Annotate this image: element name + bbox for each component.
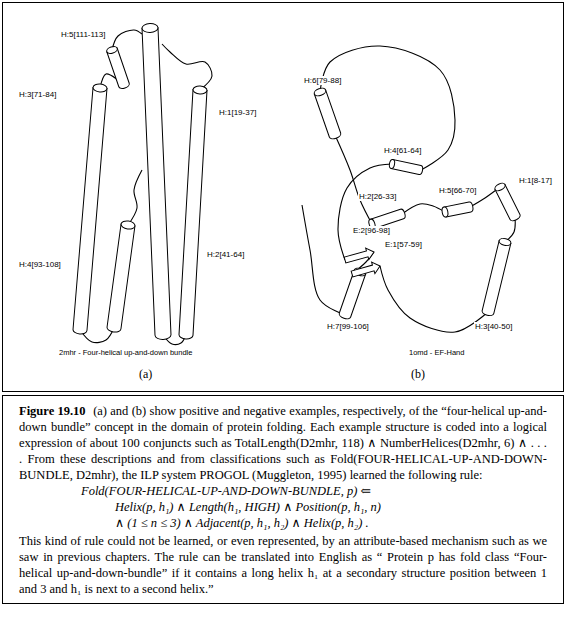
panel-subtitle: 1omd - EF-Hand [408, 349, 465, 358]
caption-paragraph: Figure 19.10(a) and (b) show positive an… [19, 403, 547, 483]
cylinder-end [93, 84, 108, 93]
strand-shape [350, 260, 381, 280]
helix-cylinder [441, 202, 473, 218]
strand-shape [343, 246, 375, 266]
loop-line [380, 266, 488, 332]
cylinder-end [313, 87, 327, 97]
helix-cylinder [481, 237, 511, 316]
helix-label: H:2[41-64] [206, 250, 245, 259]
caption-paragraph: Helix(p, h₁) ∧ Length(h₁, HIGH) ∧ Positi… [115, 499, 547, 515]
panel-letter: (a) [138, 368, 153, 382]
helix-cylinder [106, 45, 130, 89]
caption-text: (a) and (b) show positive and negative e… [19, 404, 547, 482]
cylinder-body [338, 270, 365, 320]
helix-cylinder [179, 86, 207, 340]
helix-cylinder [313, 87, 342, 140]
helix-label: H:5[66-70] [438, 186, 477, 195]
cylinder-body [391, 160, 423, 175]
helix-label: H:5[111-113] [60, 30, 106, 39]
cylinder-end [106, 45, 118, 54]
cylinder-end [193, 86, 207, 95]
helix-label: H:7[99-106] [326, 322, 370, 331]
cylinder-body [314, 90, 341, 140]
helix-label: H:1[8-17] [518, 176, 553, 185]
helix-cylinder [107, 220, 136, 333]
helix-cylinder [494, 182, 522, 222]
cylinder-end [494, 182, 507, 192]
rule-line: ∧ (1 ≤ n ≤ 3) ∧ Adjacent(p, h₁, h₂) ∧ He… [115, 516, 369, 530]
cylinder-body [179, 90, 207, 340]
cylinder-end [142, 23, 158, 33]
rule-line: Helix(p, h₁) ∧ Length(h₁, HIGH) ∧ Positi… [115, 500, 381, 514]
helix-label: H:3[71-84] [18, 90, 57, 99]
figure-number: Figure 19.10 [19, 404, 86, 418]
cylinder-body [73, 87, 107, 334]
loop-line [128, 170, 142, 225]
cylinder-end [121, 220, 136, 230]
loop-line [302, 205, 345, 315]
rule-line: Fold(FOUR-HELICAL-UP-AND-DOWN-BUNDLE, p)… [81, 484, 371, 498]
caption-paragraph: ∧ (1 ≤ n ≤ 3) ∧ Adjacent(p, h₁, h₂) ∧ He… [115, 515, 547, 531]
cylinder-body [107, 48, 130, 89]
strand-arrow [350, 260, 381, 280]
caption-box: Figure 19.10(a) and (b) show positive an… [2, 395, 564, 604]
cylinder-end [389, 159, 396, 169]
loop-line [162, 44, 212, 90]
helix-label: H:6[79-88] [303, 76, 342, 85]
helix-cylinder [389, 159, 424, 175]
helix-label: H:4[61-64] [383, 146, 422, 155]
panel-subtitle: 2mhr - Four-helical up-and-down bundle [58, 349, 193, 358]
panel-letter: (b) [410, 368, 426, 382]
helix-layer [73, 23, 522, 340]
loop-line [402, 204, 445, 214]
cylinder-body [142, 28, 171, 340]
helix-cylinder [73, 84, 108, 335]
strand-arrow [343, 246, 375, 266]
helix-label: H:2[26-33] [358, 192, 397, 201]
caption-paragraph: This kind of rule could not be learned, … [19, 533, 547, 597]
helix-label: H:4[93-108] [18, 260, 62, 269]
helix-label: H:3[40-50] [474, 322, 513, 331]
helix-label: H:1[19-37] [218, 108, 257, 117]
caption-paragraph: Fold(FOUR-HELICAL-UP-AND-DOWN-BUNDLE, p)… [81, 483, 547, 499]
loop-line [320, 46, 455, 170]
helix-cylinder [142, 23, 171, 340]
cylinder-body [107, 224, 135, 333]
figure-frame [3, 3, 564, 392]
caption-text: This kind of rule could not be learned, … [19, 534, 547, 596]
cylinder-body [481, 241, 510, 317]
cylinder-end [498, 237, 511, 246]
strand-label: E:1[57-59] [384, 240, 423, 249]
strand-label: E:2[96-98] [352, 226, 391, 235]
cylinder-end [441, 207, 448, 218]
cylinder-body [444, 202, 474, 217]
